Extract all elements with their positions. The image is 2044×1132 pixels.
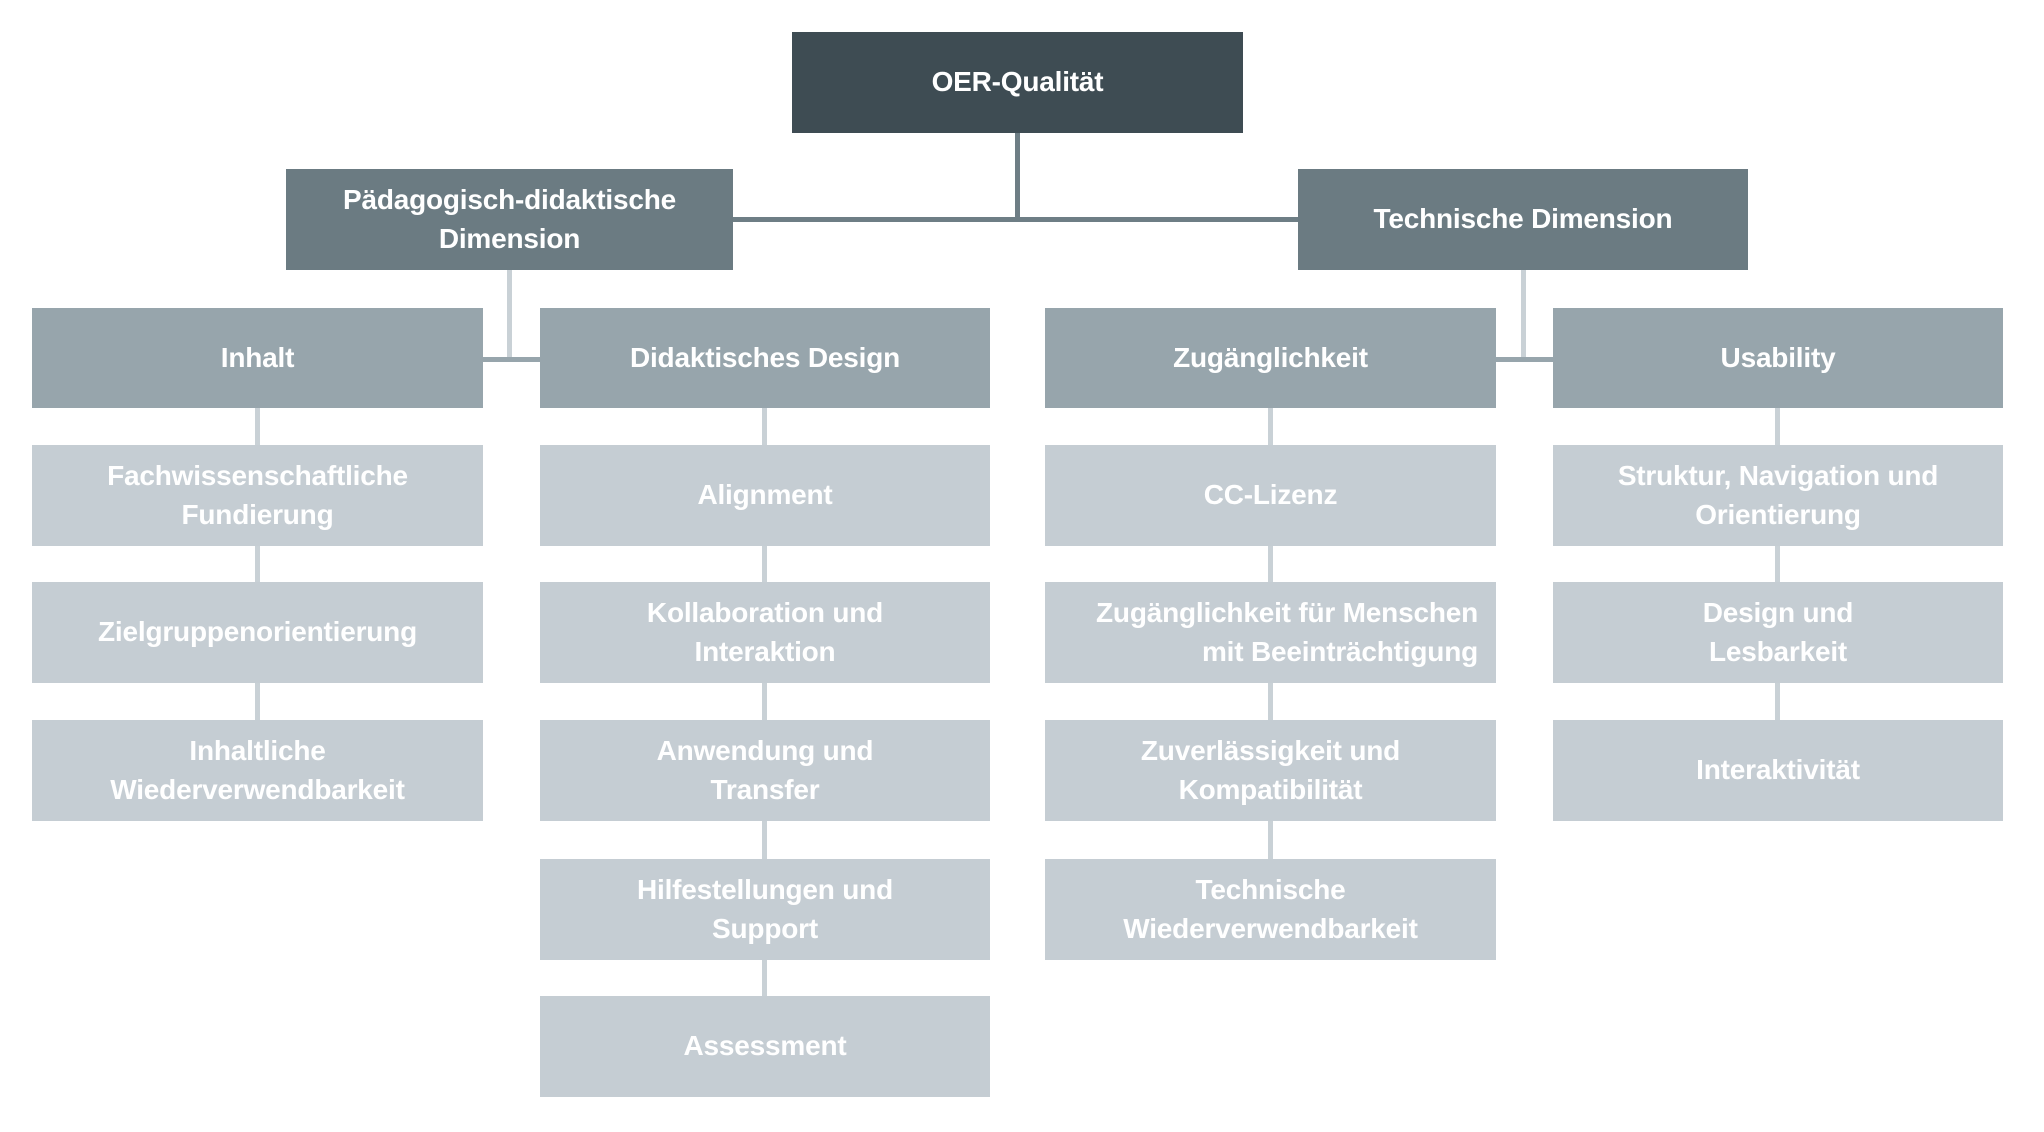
connector-col3-seg2 [1268, 546, 1273, 582]
item-label: Struktur, Navigation und Orientierung [1617, 459, 1939, 530]
item-label: Assessment [683, 1030, 847, 1062]
connector-col2-seg5 [762, 960, 767, 996]
connector-zugaenglichkeit-usability-stub [1496, 357, 1553, 362]
dimension-label: Pädagogisch-didaktische Dimension [342, 183, 677, 254]
item-box-assessment: Assessment [540, 996, 990, 1097]
connector-col2-seg3 [762, 683, 767, 720]
root-label: OER-Qualität [931, 66, 1104, 98]
root-box-oer-qualitaet: OER-Qualität [792, 32, 1243, 133]
connector-col4-seg3 [1775, 683, 1780, 720]
item-box-struktur-navigation-orientierung: Struktur, Navigation und Orientierung [1553, 445, 2003, 546]
item-box-fachwissenschaftliche-fundierung: Fachwissenschaftliche Fundierung [32, 445, 483, 546]
connector-paedagogisch-vertical [507, 270, 512, 362]
connector-col2-seg4 [762, 821, 767, 859]
item-label: Alignment [697, 479, 833, 511]
category-label: Inhalt [220, 341, 295, 373]
item-label: Fachwissenschaftliche Fundierung [107, 459, 408, 530]
connector-col3-seg1 [1268, 408, 1273, 445]
connector-col2-seg1 [762, 408, 767, 445]
item-label: Zielgruppenorientierung [98, 616, 417, 648]
item-box-cc-lizenz: CC-Lizenz [1045, 445, 1496, 546]
item-box-kollaboration-und-interaktion: Kollaboration und Interaktion [540, 582, 990, 683]
item-box-anwendung-und-transfer: Anwendung und Transfer [540, 720, 990, 821]
connector-col4-seg1 [1775, 408, 1780, 445]
item-label: Zugänglichkeit für Menschen mit Beeinträ… [1096, 596, 1478, 667]
item-box-zugaenglichkeit-fuer-menschen: Zugänglichkeit für Menschen mit Beeinträ… [1045, 582, 1496, 683]
dimension-box-paedagogisch-didaktisch: Pädagogisch-didaktische Dimension [286, 169, 733, 270]
item-label: Inhaltliche Wiederverwendbarkeit [110, 734, 405, 805]
connector-col2-seg2 [762, 546, 767, 582]
dimension-box-technisch: Technische Dimension [1298, 169, 1748, 270]
item-label: CC-Lizenz [1203, 479, 1338, 511]
connector-root-vertical [1015, 133, 1020, 222]
item-label: Kollaboration und Interaktion [646, 596, 884, 667]
category-label: Usability [1720, 341, 1836, 373]
category-box-zugaenglichkeit: Zugänglichkeit [1045, 308, 1496, 408]
category-label: Zugänglichkeit [1173, 341, 1368, 373]
dimension-label: Technische Dimension [1373, 203, 1673, 235]
item-box-zielgruppenorientierung: Zielgruppenorientierung [32, 582, 483, 683]
item-label: Anwendung und Transfer [656, 734, 874, 805]
item-box-alignment: Alignment [540, 445, 990, 546]
item-box-hilfestellungen-und-support: Hilfestellungen und Support [540, 859, 990, 960]
connector-inhalt-didaktisches-stub [483, 357, 540, 362]
connector-col3-seg4 [1268, 821, 1273, 859]
item-box-design-und-lesbarkeit: Design und Lesbarkeit [1553, 582, 2003, 683]
category-label: Didaktisches Design [629, 341, 901, 373]
item-box-interaktivitaet: Interaktivität [1553, 720, 2003, 821]
item-label: Design und Lesbarkeit [1702, 596, 1854, 667]
item-box-technische-wiederverwendbarkeit: Technische Wiederverwendbarkeit [1045, 859, 1496, 960]
category-box-inhalt: Inhalt [32, 308, 483, 408]
connector-col1-seg3 [255, 683, 260, 720]
item-label: Interaktivität [1696, 754, 1860, 786]
category-box-didaktisches-design: Didaktisches Design [540, 308, 990, 408]
item-label: Zuverlässigkeit und Kompatibilität [1140, 734, 1401, 805]
connector-technisch-vertical [1521, 270, 1526, 362]
item-box-inhaltliche-wiederverwendbarkeit: Inhaltliche Wiederverwendbarkeit [32, 720, 483, 821]
item-label: Hilfestellungen und Support [637, 873, 893, 944]
connector-main-horizontal [733, 217, 1298, 222]
connector-col3-seg3 [1268, 683, 1273, 720]
category-box-usability: Usability [1553, 308, 2003, 408]
item-box-zuverlaessigkeit-und-kompatibilitaet: Zuverlässigkeit und Kompatibilität [1045, 720, 1496, 821]
item-label: Technische Wiederverwendbarkeit [1123, 873, 1418, 944]
connector-col1-seg1 [255, 408, 260, 445]
connector-col4-seg2 [1775, 546, 1780, 582]
connector-col1-seg2 [255, 546, 260, 582]
